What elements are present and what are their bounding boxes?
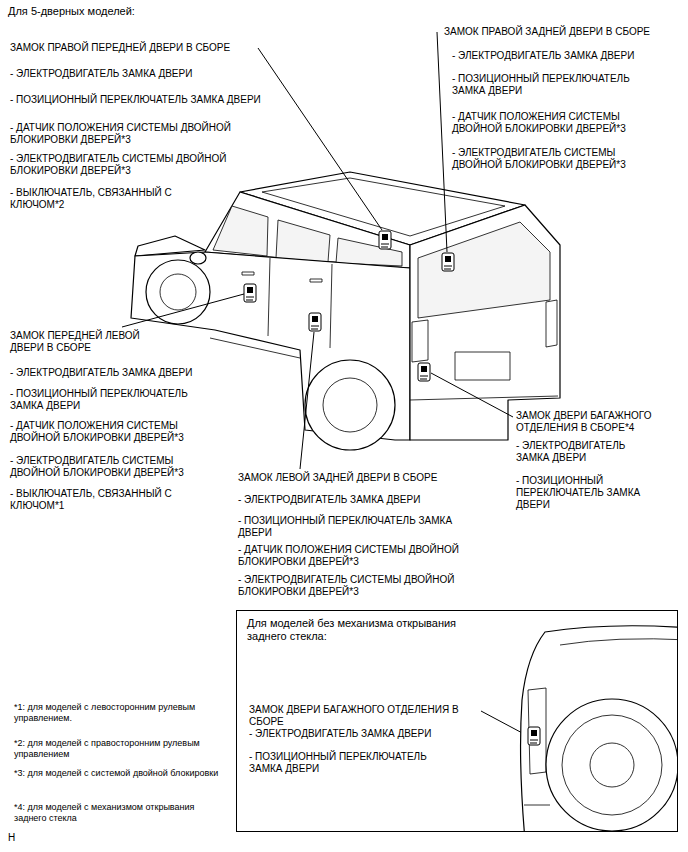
footnote: *3: для моделей с системой двойной блоки… (14, 768, 218, 779)
part-label: - ПОЗИЦИОННЫЙ ПЕРЕКЛЮЧАТЕЛЬ ЗАМКА ДВЕРИ (516, 475, 661, 511)
part-label: - ЭЛЕКТРОДВИГАТЕЛЬ СИСТЕМЫ ДВОЙНОЙ БЛОКИ… (238, 574, 488, 598)
part-label: - ДАТЧИК ПОЛОЖЕНИЯ СИСТЕМЫ ДВОЙНОЙ БЛОКИ… (238, 544, 488, 568)
part-label: - ПОЗИЦИОННЫЙ ПЕРЕКЛЮЧАТЕЛЬ ЗАМКА ДВЕРИ (249, 751, 449, 775)
part-label: - ЭЛЕКТРОДВИГАТЕЛЬ СИСТЕМЫ ДВОЙНОЙ БЛОКИ… (10, 153, 280, 177)
part-label: - ПОЗИЦИОННЫЙ ПЕРЕКЛЮЧАТЕЛЬ ЗАМКА ДВЕРИ (452, 73, 652, 97)
part-label: - ЭЛЕКТРОДВИГАТЕЛЬ СИСТЕМЫ ДВОЙНОЙ БЛОКИ… (452, 147, 652, 171)
part-label: - ЭЛЕКТРОДВИГАТЕЛЬ ЗАМКА ДВЕРИ (249, 728, 431, 740)
diagram-title: Для 5-дверных моделей: (8, 5, 135, 18)
part-label: - ВЫКЛЮЧАТЕЛЬ, СВЯЗАННЫЙ С КЛЮЧОМ*2 (10, 187, 185, 211)
part-label: - ДАТЧИК ПОЛОЖЕНИЯ СИСТЕМЫ ДВОЙНОЙ БЛОКИ… (10, 420, 210, 444)
part-label: ЗАМОК ПЕРЕДНЕЙ ЛЕВОЙ ДВЕРИ В СБОРЕ (10, 330, 175, 354)
part-label: ЗАМОК ПРАВОЙ ПЕРЕДНЕЙ ДВЕРИ В СБОРЕ (10, 42, 230, 54)
part-label: - ЭЛЕКТРОДВИГАТЕЛЬ ЗАМКА ДВЕРИ (238, 494, 420, 506)
part-label: ЗАМОК ПРАВОЙ ЗАДНЕЙ ДВЕРИ В СБОРЕ (444, 26, 650, 38)
part-label: - ДАТЧИК ПОЛОЖЕНИЯ СИСТЕМЫ ДВОЙНОЙ БЛОКИ… (452, 111, 652, 135)
part-label: - ПОЗИЦИОННЫЙ ПЕРЕКЛЮЧАТЕЛЬ ЗАМКА ДВЕРИ (238, 515, 488, 539)
part-label: - ПОЗИЦИОННЫЙ ПЕРЕКЛЮЧАТЕЛЬ ЗАМКА ДВЕРИ (10, 94, 261, 106)
inset-heading: Для моделей без механизма открывания зад… (247, 617, 467, 643)
footnote: *4: для моделей с механизмом открывания … (14, 802, 219, 824)
part-label: - ЭЛЕКТРОДВИГАТЕЛЬ ЗАМКА ДВЕРИ (10, 367, 192, 379)
part-label: - ЭЛЕКТРОДВИГАТЕЛЬ ЗАМКА ДВЕРИ (452, 50, 634, 62)
part-label: - ЭЛЕКТРОДВИГАТЕЛЬ ЗАМКА ДВЕРИ (10, 68, 192, 80)
part-label: - ВЫКЛЮЧАТЕЛЬ, СВЯЗАННЫЙ С КЛЮЧОМ*1 (10, 488, 210, 512)
part-label: - ДАТЧИК ПОЛОЖЕНИЯ СИСТЕМЫ ДВОЙНОЙ БЛОКИ… (10, 122, 280, 146)
part-label: - ЭЛЕКТРОДВИГАТЕЛЬ СИСТЕМЫ ДВОЙНОЙ БЛОКИ… (10, 455, 210, 479)
part-label: ЗАМОК ДВЕРИ БАГАЖНОГО ОТДЕЛЕНИЯ В СБОРЕ*… (516, 410, 684, 434)
footnote: *1: для моделей с левосторонним рулевым … (14, 702, 219, 724)
part-label: ЗАМОК ЛЕВОЙ ЗАДНЕЙ ДВЕРИ В СБОРЕ (238, 472, 437, 484)
part-label: - ЭЛЕКТРОДВИГАТЕЛЬ ЗАМКА ДВЕРИ (516, 440, 651, 464)
part-label: - ПОЗИЦИОННЫЙ ПЕРЕКЛЮЧАТЕЛЬ ЗАМКА ДВЕРИ (10, 388, 205, 412)
inset-box: Для моделей без механизма открывания зад… (236, 610, 678, 832)
figure-code: H (8, 832, 15, 844)
part-label: ЗАМОК ДВЕРИ БАГАЖНОГО ОТДЕЛЕНИЯ В СБОРЕ (249, 704, 479, 728)
footnote: *2: для моделей с правосторонним рулевым… (14, 738, 219, 760)
